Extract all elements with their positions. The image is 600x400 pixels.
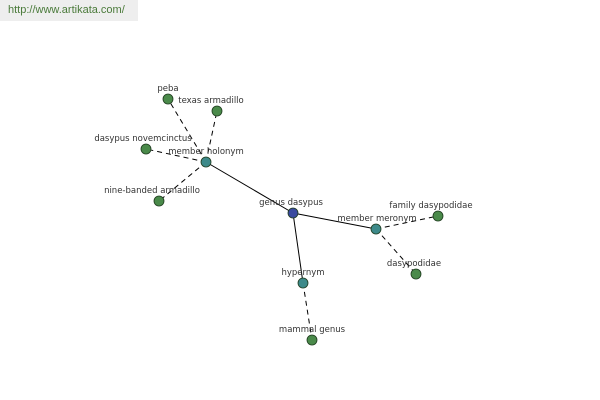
label-family-dasypodidae[interactable]: family dasypodidae — [389, 201, 472, 211]
node-genus-dasypus[interactable] — [287, 207, 299, 219]
node-dasypodidae[interactable] — [410, 268, 422, 280]
label-nine-banded-armadillo[interactable]: nine-banded armadillo — [104, 186, 200, 196]
node-hypernym[interactable] — [297, 277, 309, 289]
label-texas-armadillo[interactable]: texas armadillo — [178, 96, 244, 106]
edge-meronym-family-dasypodidae — [375, 215, 439, 230]
edge-holonym-peba — [167, 98, 207, 163]
edge-holonym-dasypus-novemcinctus — [145, 148, 207, 163]
node-family-dasypodidae[interactable] — [432, 210, 444, 222]
node-member-holonym[interactable] — [200, 156, 212, 168]
node-dasypus-novemcinctus[interactable] — [140, 143, 152, 155]
label-dasypodidae[interactable]: dasypodidae — [387, 259, 441, 269]
node-peba[interactable] — [162, 93, 174, 105]
label-member-holonym[interactable]: member holonym — [168, 147, 243, 157]
node-member-meronym[interactable] — [370, 223, 382, 235]
edge-hypernym-mammal-genus — [302, 282, 313, 341]
node-texas-armadillo[interactable] — [211, 105, 223, 117]
watermark-link[interactable]: http://www.artikata.com/ — [0, 0, 138, 21]
node-nine-banded-armadillo[interactable] — [153, 195, 165, 207]
label-genus-dasypus[interactable]: genus dasypus — [259, 198, 323, 208]
edge-meronym-dasypodidae — [375, 228, 417, 275]
edge-center-hypernym — [292, 212, 304, 284]
edge-center-member-holonym — [205, 161, 294, 214]
watermark-url[interactable]: http://www.artikata.com/ — [8, 4, 125, 16]
label-member-meronym[interactable]: member meronym — [337, 214, 416, 224]
label-peba[interactable]: peba — [157, 84, 178, 94]
label-mammal-genus[interactable]: mammal genus — [279, 325, 346, 335]
node-mammal-genus[interactable] — [306, 334, 318, 346]
label-dasypus-novemcinctus[interactable]: dasypus novemcinctus — [94, 134, 192, 144]
label-hypernym[interactable]: hypernym — [281, 268, 324, 278]
edge-center-member-meronym — [292, 212, 377, 230]
edge-holonym-nine-banded-armadillo — [158, 161, 207, 202]
